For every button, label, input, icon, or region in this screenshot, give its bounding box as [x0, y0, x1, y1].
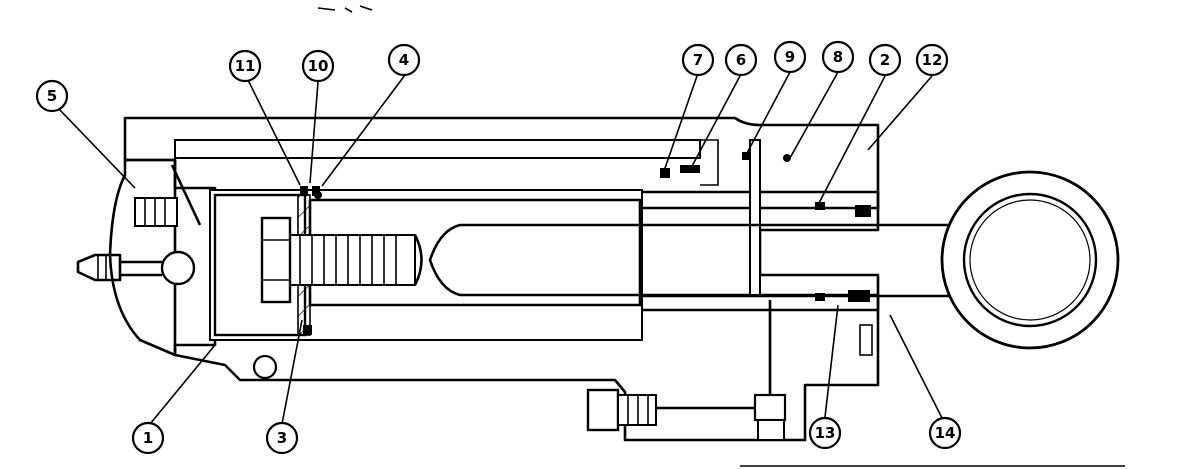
callout-12-label: 12	[922, 51, 943, 69]
callout-9: 9	[773, 40, 807, 74]
callout-11-label: 11	[235, 57, 256, 75]
callout-7: 7	[681, 43, 715, 77]
callout-13: 13	[808, 416, 842, 450]
callout-2-label: 2	[880, 51, 890, 69]
callout-11: 11	[228, 49, 262, 83]
callout-14-label: 14	[935, 424, 956, 442]
scan-artifacts-top	[317, 5, 373, 13]
callout-8: 8	[821, 40, 855, 74]
callout-5-label: 5	[47, 87, 57, 105]
callout-8-label: 8	[833, 48, 843, 66]
grease-fitting	[76, 164, 202, 286]
leader-lines	[57, 71, 943, 425]
callout-13-label: 13	[815, 424, 836, 442]
callout-3: 3	[265, 421, 299, 455]
callout-3-label: 3	[277, 429, 287, 447]
callout-6-label: 6	[736, 51, 746, 69]
callout-12: 12	[915, 43, 949, 77]
callout-1-label: 1	[143, 429, 153, 447]
callout-9-label: 9	[785, 48, 795, 66]
callout-7-label: 7	[693, 51, 703, 69]
callout-10: 10	[301, 49, 335, 83]
port-fittings	[252, 300, 787, 441]
callout-2: 2	[868, 43, 902, 77]
callout-10-label: 10	[308, 57, 329, 75]
callout-5: 5	[35, 79, 69, 113]
gland-seals	[660, 152, 873, 356]
rod-eye	[940, 170, 1120, 350]
callout-6: 6	[724, 43, 758, 77]
callout-14: 14	[928, 416, 962, 450]
callout-4: 4	[387, 43, 421, 77]
callout-4-label: 4	[399, 51, 409, 69]
callout-1: 1	[131, 421, 165, 455]
